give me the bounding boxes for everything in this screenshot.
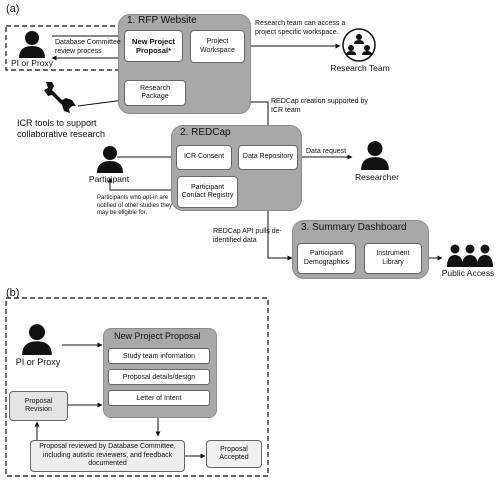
data-repository-box: Data Repository — [238, 145, 298, 170]
pi-person-icon-b — [22, 324, 52, 355]
participant-contact-registry-box: Participant Contact Registry — [177, 176, 238, 208]
public-access-label: Public Access — [441, 268, 495, 278]
summary-dashboard-title: 3. Summary Dashboard — [301, 222, 407, 233]
data-request-note: Data request — [306, 148, 347, 155]
letter-of-intent-item: Letter of Intent — [108, 390, 210, 406]
public-access-group-icon — [447, 244, 493, 267]
participant-label: Participant — [88, 174, 130, 184]
db-committee-note: Database Committee review process — [55, 39, 121, 55]
research-team-icon — [342, 28, 376, 62]
committee-review-box: Proposal reviewed by Database Committee,… — [30, 440, 185, 472]
participant-demographics-box: Participant Demographics — [297, 243, 356, 274]
researcher-person-icon — [361, 141, 389, 170]
panel-b-dashed-boundary — [5, 297, 269, 477]
panel-b-label: (b) — [6, 287, 20, 299]
api-pulls-note: REDCap API pulls de-identified data — [213, 228, 282, 244]
icr-tools-label: ICR tools to support collaborative resea… — [17, 118, 106, 139]
panel-a-label: (a) — [6, 3, 20, 15]
pi-or-proxy-label-b: PI or Proxy — [15, 357, 61, 367]
project-workspace-box: Project Workspace — [190, 30, 245, 63]
icr-consent-box: ICR Consent — [176, 145, 232, 170]
proposal-details-item: Proposal details/design — [108, 369, 210, 385]
research-package-box: Research Package — [124, 80, 186, 106]
proposal-accepted-box: Proposal Accepted — [206, 440, 262, 468]
redcap-title: 2. REDCap — [180, 127, 231, 138]
research-team-label: Research Team — [330, 63, 390, 73]
arrow-registry-to-participant — [107, 177, 177, 191]
arrow-tools-to-package — [77, 98, 125, 107]
instrument-library-box: Instrument Library — [364, 243, 422, 274]
opt-in-note: Participants who opt-in are notified of … — [97, 195, 173, 216]
pi-person-icon — [19, 31, 45, 58]
wrench-icon — [44, 82, 76, 113]
workspace-access-note: Research team can access a project speci… — [255, 20, 346, 36]
participant-person-icon — [97, 146, 123, 173]
researcher-label: Researcher — [355, 172, 399, 182]
pi-or-proxy-label: PI or Proxy — [10, 58, 54, 68]
rfp-website-title: 1. RFP Website — [127, 15, 197, 26]
proposal-revision-box: Proposal Revision — [9, 391, 68, 421]
study-team-info-item: Study team information — [108, 348, 210, 364]
new-project-proposal-box: New Project Proposal* — [124, 30, 183, 62]
new-project-proposal-title: New Project Proposal — [114, 331, 201, 341]
redcap-creation-note: REDCap creation supported by ICR team — [271, 98, 368, 114]
